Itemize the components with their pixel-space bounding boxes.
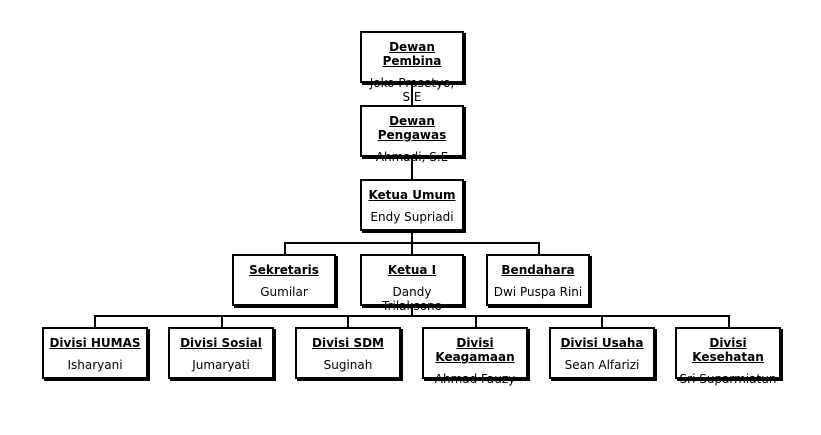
connector-div5-drop — [601, 315, 603, 327]
box-title: Sekretaris — [249, 263, 319, 277]
box-dewan-pengawas: Dewan Pengawas Ahmadi, S.E — [360, 105, 464, 164]
box-person-name: Dwi Puspa Rini — [493, 285, 583, 299]
box-divisi-humas: Divisi HUMAS Isharyani — [42, 327, 148, 379]
box-title: Ketua Umum — [368, 188, 456, 202]
connector-pembina-pengawas — [411, 83, 413, 105]
box-dewan-pembina: Dewan Pembina Joko Prasetyo, S.E — [360, 31, 464, 104]
box-title: Divisi HUMAS — [49, 336, 141, 350]
box-person-name: Jumaryati — [192, 358, 250, 372]
connector-ketua1-down — [411, 306, 413, 316]
box-divisi-usaha: Divisi Usaha Sean Alfarizi — [549, 327, 655, 379]
box-title: Divisi Keagamaan — [435, 336, 515, 364]
box-person-name: Sri Suparmiatun — [679, 372, 777, 386]
connector-bendahara-drop — [538, 242, 540, 254]
box-title: Divisi Usaha — [560, 336, 644, 350]
box-person-name: Isharyani — [67, 358, 123, 372]
box-title: Divisi Kesehatan — [692, 336, 764, 364]
box-title: Dewan Pengawas — [377, 114, 447, 142]
box-ketua-umum: Ketua Umum Endy Supriadi — [360, 179, 464, 231]
box-person-name: Sean Alfarizi — [564, 358, 640, 372]
box-divisi-sosial: Divisi Sosial Jumaryati — [168, 327, 274, 379]
box-title: Bendahara — [501, 263, 575, 277]
connector-pengawas-ketua-umum — [411, 157, 413, 179]
box-person-name: Dandy Trilaksono — [381, 285, 442, 313]
connector-div3-drop — [347, 315, 349, 327]
box-divisi-sdm: Divisi SDM Suginah — [295, 327, 401, 379]
box-divisi-keagamaan: Divisi Keagamaan Ahmad Fauzy — [422, 327, 528, 386]
box-person-name: Ahmad Fauzy — [434, 372, 516, 386]
box-bendahara: Bendahara Dwi Puspa Rini — [486, 254, 590, 306]
box-person-name: Suginah — [323, 358, 373, 372]
box-divisi-kesehatan: Divisi Kesehatan Sri Suparmiatun — [675, 327, 781, 386]
box-sekretaris: Sekretaris Gumilar — [232, 254, 336, 306]
connector-ketua-umum-down — [411, 231, 413, 243]
connector-div6-drop — [728, 315, 730, 327]
connector-ketua1-drop — [411, 242, 413, 254]
connector-divisions-bar — [94, 315, 730, 317]
connector-div2-drop — [221, 315, 223, 327]
connector-div1-drop — [94, 315, 96, 327]
box-title: Divisi SDM — [312, 336, 384, 350]
connector-sekretaris-drop — [284, 242, 286, 254]
box-person-name: Gumilar — [260, 285, 308, 299]
box-person-name: Ahmadi, S.E — [375, 150, 449, 164]
connector-div4-drop — [475, 315, 477, 327]
box-title: Dewan Pembina — [382, 40, 442, 68]
box-person-name: Endy Supriadi — [370, 210, 454, 224]
box-ketua-1: Ketua I Dandy Trilaksono — [360, 254, 464, 313]
box-title: Ketua I — [387, 263, 437, 277]
box-person-name: Joko Prasetyo, S.E — [369, 76, 455, 104]
box-title: Divisi Sosial — [180, 336, 262, 350]
